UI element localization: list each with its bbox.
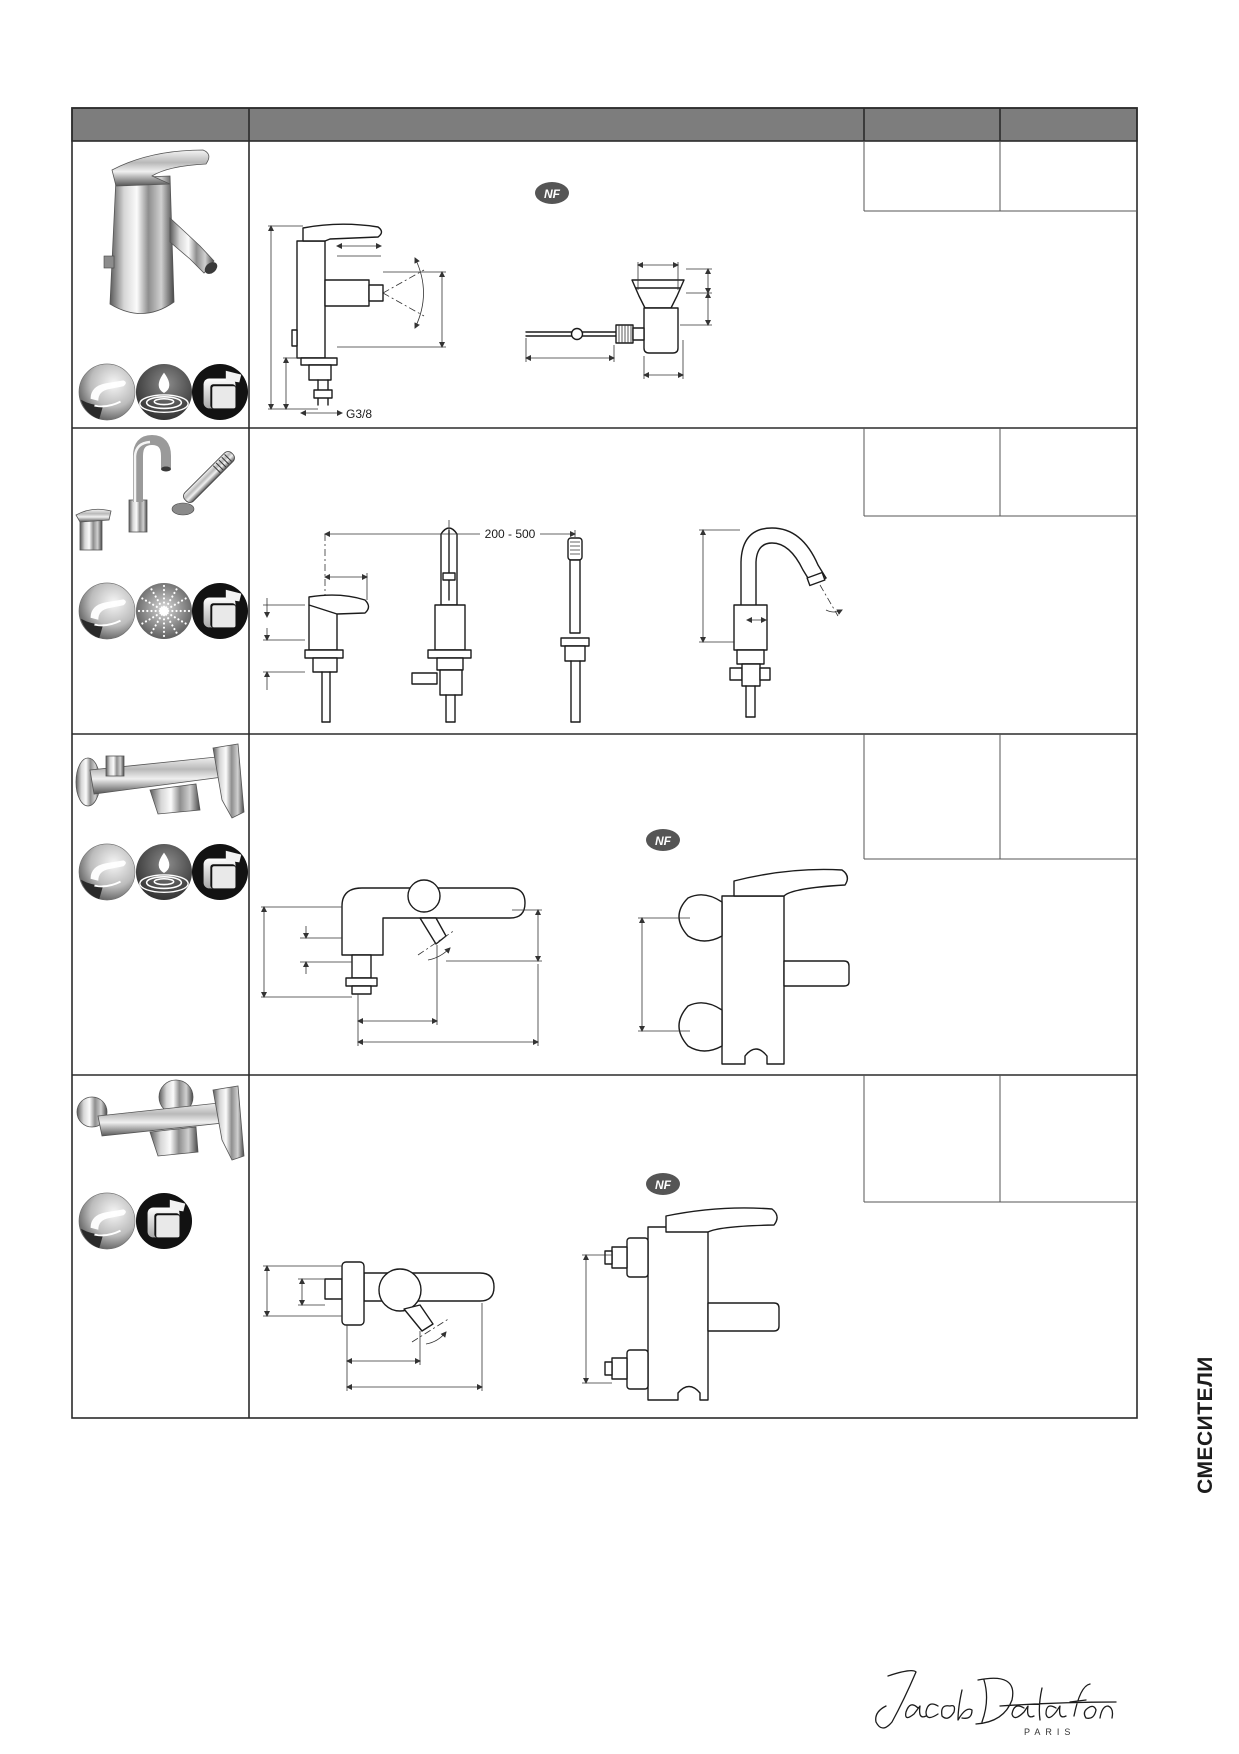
row4-feature-icons (78, 1192, 193, 1250)
row1-mixer-side-drawing: G3/8 (268, 223, 446, 421)
brand-city: PARIS (1024, 1727, 1075, 1737)
section-side-label: СМЕСИТЕЛИ (1194, 1356, 1217, 1494)
lever-icon (78, 582, 136, 640)
brand-signature (875, 1670, 1117, 1729)
lever-icon (78, 1192, 136, 1250)
row2-spout-side-drawing (699, 527, 843, 718)
nf-badge-text: NF (655, 1178, 672, 1192)
frame-icon (191, 843, 249, 901)
row3-nf-badge: NF (646, 829, 680, 851)
row1-bidet-mixer-photo (103, 149, 218, 314)
thread-size-label: G3/8 (346, 407, 372, 421)
row2-info-cells (863, 428, 1137, 517)
table-header (71, 107, 1138, 142)
row2-feature-icons (78, 582, 249, 640)
row1-info-cells (863, 141, 1137, 212)
water-drop-icon (135, 843, 193, 901)
row2-three-hole-set-photo (75, 434, 235, 551)
row2-spacing-dimension: 200 - 500 (324, 525, 576, 542)
nf-badge-text: NF (655, 834, 672, 848)
row4-mixer-front-drawing (582, 1207, 780, 1401)
frame-icon (135, 1192, 193, 1250)
frame-icon (191, 582, 249, 640)
frame-icon (191, 363, 249, 421)
table-frame (71, 107, 1138, 1419)
brand-logo: PARIS (875, 1670, 1117, 1737)
row4-mixer-side-drawing (263, 1261, 495, 1391)
row4-nf-badge: NF (646, 1173, 680, 1195)
row1-nf-badge: NF (535, 182, 569, 204)
spacing-label: 200 - 500 (485, 527, 536, 541)
row2-spout-column-drawing (411, 520, 472, 723)
row2-hand-shower-drawing (560, 530, 590, 723)
lever-icon (78, 843, 136, 901)
row3-mixer-side-drawing (261, 879, 542, 1046)
product-table (71, 107, 1138, 1419)
row2-lever-mixer-drawing (263, 534, 370, 723)
nf-badge-text: NF (544, 187, 561, 201)
row3-info-cells (863, 734, 1137, 860)
row1-feature-icons (78, 363, 249, 421)
row1-popup-waste-drawing (525, 262, 712, 379)
row4-bath-mixer-photo (76, 1079, 245, 1161)
row3-bath-mixer-photo (75, 743, 245, 819)
row3-mixer-front-drawing (638, 868, 850, 1065)
spray-icon (135, 582, 193, 640)
row4-info-cells (863, 1075, 1137, 1203)
lever-icon (78, 363, 136, 421)
row3-feature-icons (78, 843, 249, 901)
water-drop-icon (135, 363, 193, 421)
